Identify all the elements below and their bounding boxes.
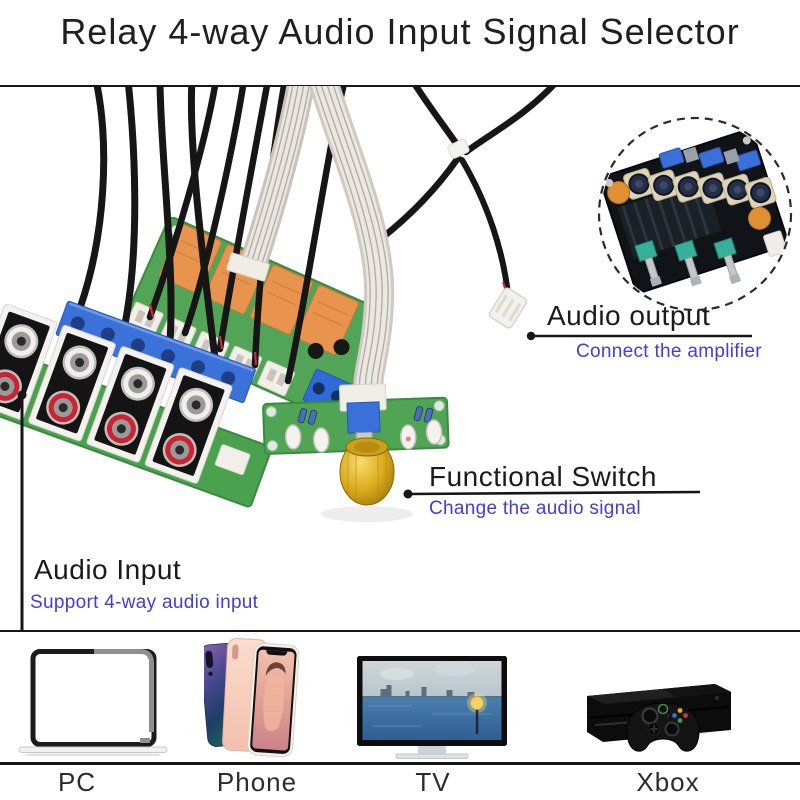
functional-switch-label: Functional Switch [429,461,657,492]
resistors [297,405,434,425]
led-indicators [284,419,443,453]
audio-output-connector [488,287,528,329]
device-label-tv: TV [415,767,451,797]
audio-input-description: Support 4-way audio input [30,592,259,613]
amp-connector [763,230,788,257]
amplifier-board [601,129,789,294]
callout-lines [17,331,752,631]
device-label-phone: Phone [216,767,298,797]
product-photo-scene [0,86,793,631]
inductors [623,168,777,209]
capacitor [607,181,631,205]
rca-jack-modules [0,303,233,484]
device-label-xbox: Xbox [636,767,700,797]
capacitor [307,342,324,359]
title-divider [0,85,800,87]
device-strip-divider [0,762,800,765]
tv-icon [357,656,507,759]
audio-cables [76,86,557,385]
audio-input-label: Audio Input [34,554,182,585]
gold-knob [339,437,395,506]
xbox-icon [587,684,731,752]
phone-icon [204,638,299,758]
capacitor [747,206,771,230]
amp-potentiometers [634,237,741,287]
amp-terminals [658,146,761,171]
rotary-switch [346,401,381,434]
audio-output-description: Connect the amplifier [576,341,762,362]
ribbon-cable-relay [226,86,315,282]
ribbon-cable-switch [308,86,395,395]
audio-output-label: Audio output [547,300,711,331]
cable-tie [447,138,470,159]
game-controller [626,702,700,752]
functional-switch-description: Change the audio signal [429,498,641,519]
main-area-divider [0,630,800,632]
capacitor [333,339,350,356]
device-label-pc: PC [57,767,97,797]
laptop-icon [18,649,168,756]
rca-input-board [0,300,272,508]
dashed-circle-inset [597,116,793,312]
page-title: Relay 4-way Audio Input Signal Selector [60,11,740,52]
